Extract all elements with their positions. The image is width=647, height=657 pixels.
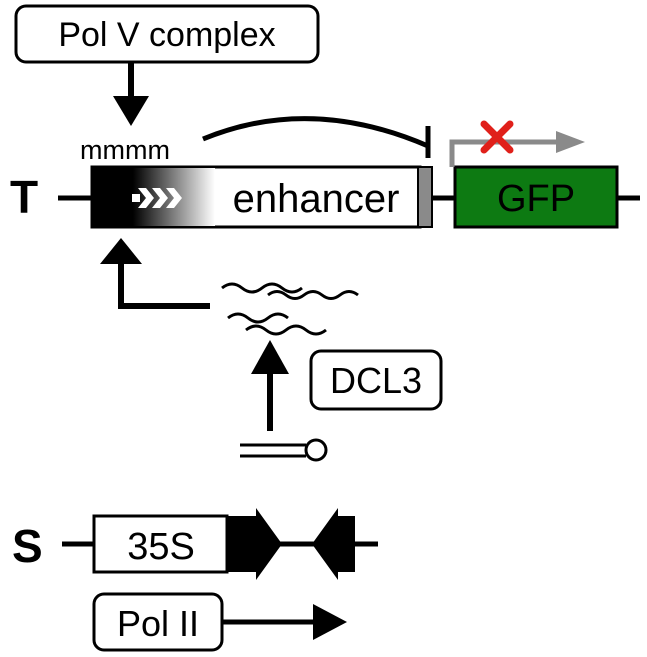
- enhancer-label: enhancer: [233, 177, 400, 221]
- enhancer-region: enhancer: [90, 165, 433, 229]
- transcription-start-arrow: [449, 131, 585, 167]
- dcl3-box: DCL3: [309, 349, 443, 411]
- dcl3-label: DCL3: [330, 360, 422, 401]
- gfp-label: GFP: [497, 178, 575, 220]
- pol-ii-label: Pol II: [117, 603, 199, 644]
- top-construct-label: T: [10, 171, 38, 223]
- inverted-repeat-icon: [227, 508, 355, 580]
- gfp-box: GFP: [453, 165, 619, 229]
- sirna-guidance-arrow: [100, 238, 210, 309]
- 35s-label: 35S: [127, 526, 195, 568]
- pol-v-arrow: [113, 62, 149, 126]
- bottom-construct-label: S: [12, 520, 43, 572]
- repeat-arrows-icon: [132, 188, 182, 208]
- pol-ii-transcription-arrow: [222, 604, 347, 640]
- 35s-promoter-box: 35S: [92, 514, 229, 574]
- pol-v-complex-box: Pol V complex: [14, 4, 320, 64]
- dcl3-processing-arrow: [251, 340, 289, 431]
- minimal-promoter-block: [417, 166, 433, 228]
- pol-ii-box: Pol II: [92, 592, 224, 652]
- inhibition-arc: [202, 116, 431, 158]
- pol-v-complex-label: Pol V complex: [58, 16, 275, 54]
- methylation-label: mmmm: [80, 135, 170, 165]
- small-rna-icon: [221, 282, 359, 336]
- blocked-x-icon: [480, 120, 514, 154]
- hairpin-rna-icon: [240, 438, 328, 462]
